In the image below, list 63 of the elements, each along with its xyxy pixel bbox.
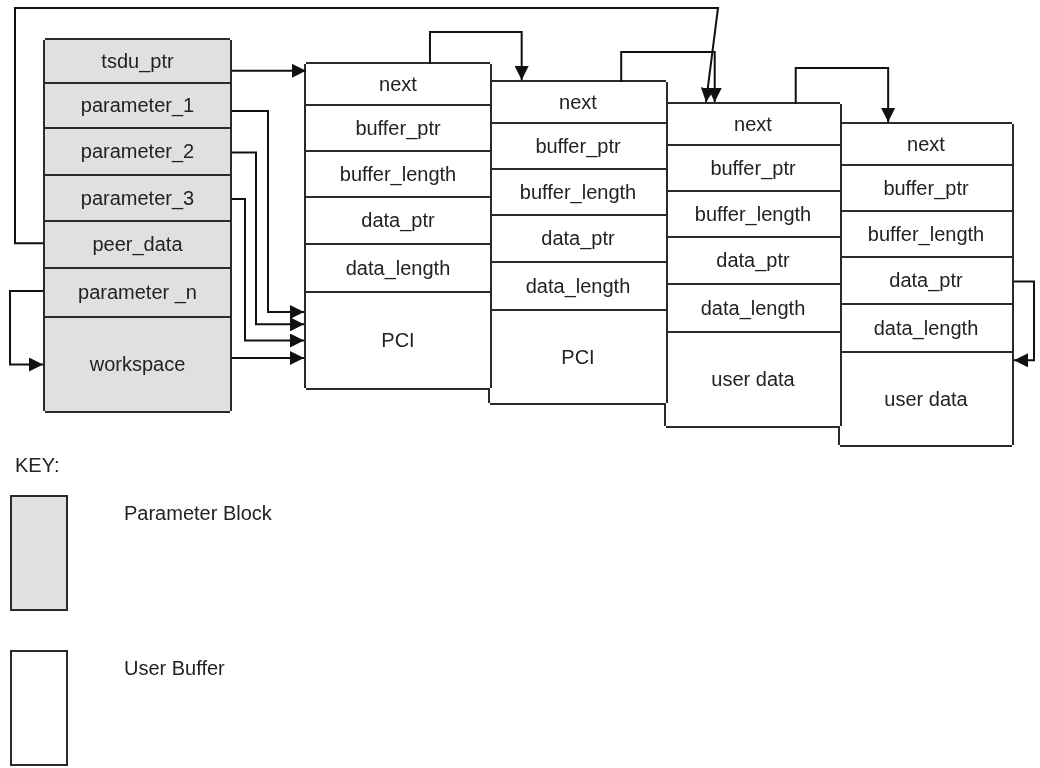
- field-label: data_ptr: [716, 248, 790, 273]
- field-row: [43, 269, 232, 318]
- arrow: [231, 110, 305, 319]
- block-box: [666, 102, 840, 428]
- arrow: [620, 51, 722, 103]
- field-row: [304, 293, 492, 388]
- field-row: [304, 245, 492, 293]
- field-label: data_length: [525, 273, 631, 299]
- field-label: tsdu_ptr: [101, 48, 174, 74]
- key-heading: KEY:: [15, 453, 60, 478]
- arrow: [231, 198, 305, 348]
- arrow: [231, 151, 305, 332]
- field-row: [43, 40, 232, 84]
- field-row: [304, 106, 492, 152]
- field-row: [304, 64, 492, 106]
- field-label: buffer_length: [694, 201, 812, 227]
- field-label: next: [559, 89, 597, 115]
- field-row: [304, 198, 492, 245]
- field-row: [43, 222, 232, 269]
- field-label: data_ptr: [541, 226, 615, 251]
- field-label: parameter_1: [80, 93, 195, 118]
- field-label: parameter _n: [78, 280, 197, 305]
- field-row: [43, 176, 232, 222]
- block-box: [45, 38, 230, 413]
- field-label: data_length: [700, 295, 806, 321]
- field-label: parameter_3: [80, 185, 195, 211]
- field-label: PCI: [381, 328, 415, 353]
- field-label: buffer_ptr: [535, 133, 621, 159]
- field-row: [43, 84, 232, 129]
- field-label: PCI: [561, 344, 595, 370]
- block-box: [840, 122, 1012, 447]
- field-label: data_ptr: [361, 208, 435, 233]
- block-box: [490, 80, 666, 405]
- block-box: [306, 62, 490, 390]
- field-label: user data: [884, 386, 968, 412]
- field-label: user data: [711, 367, 795, 392]
- field-label: buffer_length: [867, 221, 985, 247]
- field-label: buffer_ptr: [355, 115, 441, 141]
- field-row: [43, 129, 232, 176]
- field-label: buffer_ptr: [883, 175, 969, 201]
- arrow: [9, 290, 44, 372]
- arrow: [14, 7, 720, 245]
- arrow: [428, 31, 529, 81]
- field-label: next: [734, 111, 772, 137]
- field-label: buffer_length: [339, 161, 457, 187]
- arrow: [794, 67, 896, 123]
- field-label: buffer_ptr: [710, 155, 796, 181]
- field-label: next: [907, 131, 945, 157]
- field-label: data_length: [345, 255, 451, 281]
- field-row: [43, 318, 232, 411]
- legend-label: User Buffer: [124, 656, 225, 681]
- legend-label: Parameter Block: [124, 501, 272, 526]
- field-label: data_length: [873, 315, 979, 341]
- field-row: [304, 152, 492, 198]
- field-label: workspace: [89, 352, 186, 377]
- arrow: [1013, 280, 1035, 368]
- field-label: peer_data: [92, 232, 183, 257]
- field-label: parameter_2: [80, 139, 195, 164]
- field-label: data_ptr: [889, 268, 963, 293]
- field-label: next: [379, 71, 417, 97]
- arrow: [231, 63, 307, 78]
- field-label: buffer_length: [519, 179, 637, 205]
- arrow: [231, 351, 305, 365]
